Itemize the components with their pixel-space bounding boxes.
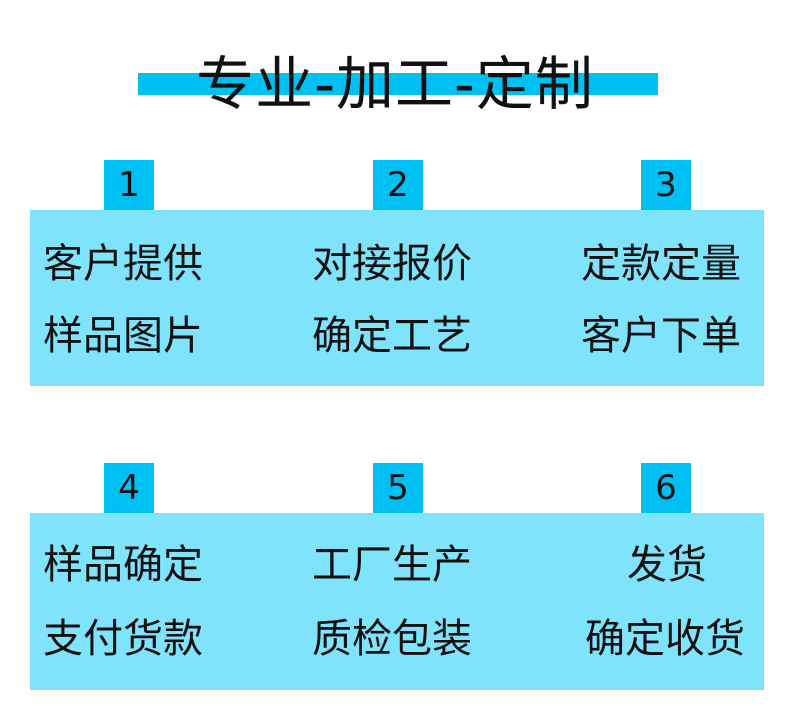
- step-3-number-badge: 3: [641, 160, 691, 210]
- page-title: 专业-加工-定制: [196, 50, 594, 118]
- step-2-line-1: 对接报价: [312, 241, 472, 287]
- steps-panel-top: [30, 210, 764, 386]
- step-4-number-badge: 4: [104, 463, 154, 513]
- step-5-line-1: 工厂生产: [312, 542, 472, 588]
- step-1-line-2: 样品图片: [43, 313, 203, 359]
- step-1-line-1: 客户提供: [43, 241, 203, 287]
- step-5-number-badge: 5: [373, 463, 423, 513]
- page-title-block: 专业-加工-定制: [0, 40, 790, 120]
- step-1-number-badge: 1: [104, 160, 154, 210]
- title-highlight-bar: [138, 73, 658, 95]
- steps-panel-bottom: [30, 513, 764, 690]
- step-4-line-1: 样品确定: [43, 542, 203, 588]
- step-2-number-badge: 2: [373, 160, 423, 210]
- step-6-number-badge: 6: [641, 463, 691, 513]
- step-2-line-2: 确定工艺: [312, 313, 472, 359]
- step-3-line-2: 客户下单: [581, 313, 741, 359]
- step-6-line-2: 确定收货: [585, 616, 745, 662]
- step-5-line-2: 质检包装: [312, 616, 472, 662]
- step-6-line-1: 发货: [627, 542, 707, 588]
- step-4-line-2: 支付货款: [43, 616, 203, 662]
- step-3-line-1: 定款定量: [581, 241, 741, 287]
